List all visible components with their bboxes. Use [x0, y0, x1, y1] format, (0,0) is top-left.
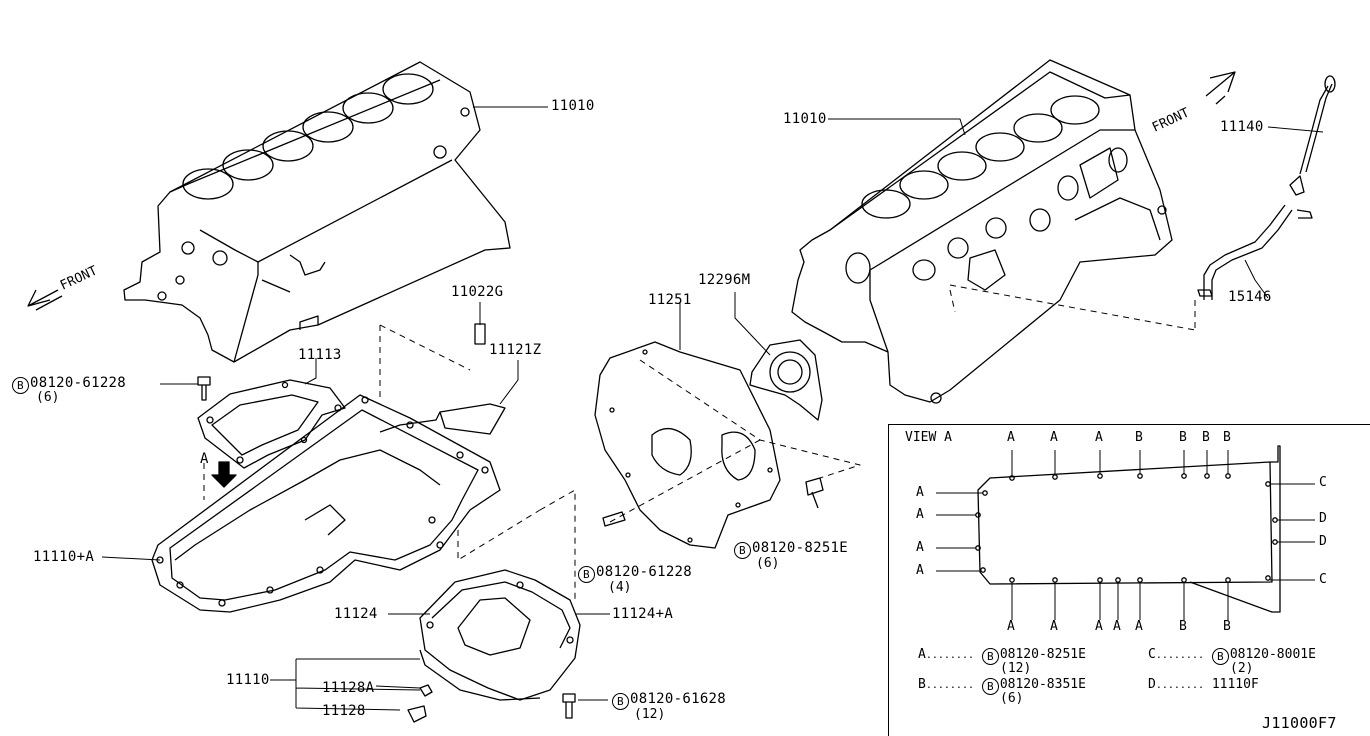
part-label-11128: 11128 — [322, 703, 366, 719]
part-label-11110: 11110 — [226, 672, 270, 688]
view-a-right-letter: D — [1319, 534, 1327, 549]
view-a-top-letter: B — [1135, 430, 1143, 445]
part-label-11140: 11140 — [1220, 119, 1264, 135]
legend-row-d: D........ 11110F — [1148, 677, 1259, 692]
bolt-symbol-icon: B — [612, 693, 629, 710]
lower-oil-pan — [419, 569, 581, 701]
view-a-bottom-letter: A — [1007, 619, 1015, 634]
view-a-top-letter: B — [1202, 430, 1210, 445]
view-a-right-letter: C — [1319, 572, 1327, 587]
part-label-11124a: 11124+A — [612, 606, 674, 622]
bolt-symbol-icon: B — [12, 377, 29, 394]
part-label-11010-right: 11010 — [783, 111, 827, 127]
baffle-plate — [197, 379, 346, 469]
bolt-symbol-icon: B — [578, 566, 595, 583]
bolt-qty-right: (6) — [756, 556, 780, 571]
view-a-top-letter: A — [1050, 430, 1058, 445]
part-label-11010-left: 11010 — [551, 98, 595, 114]
front-arrow-left-icon — [27, 289, 63, 311]
view-a-title: VIEW A — [905, 430, 952, 445]
legend-qty-b: (6) — [1000, 691, 1024, 706]
bolt-part-number: 08120-61628 — [630, 691, 727, 707]
view-a-top-letter: A — [1095, 430, 1103, 445]
front-arrow-right-icon — [1205, 71, 1236, 105]
legend-qty-a: (12) — [1000, 661, 1032, 676]
part-label-11022g: 11022G — [451, 284, 504, 300]
view-a-bottom-letter: B — [1179, 619, 1187, 634]
view-a-leaders — [936, 450, 1315, 620]
upper-oil-pan — [151, 394, 501, 613]
view-a-bottom-letter: A — [1050, 619, 1058, 634]
bolt-symbol-icon: B — [1211, 648, 1229, 665]
part-label-12296m: 12296M — [698, 272, 751, 288]
view-arrow-label: A — [200, 451, 209, 467]
view-a-top-letter: B — [1179, 430, 1187, 445]
right-engine-block — [791, 59, 1173, 404]
part-label-11113: 11113 — [298, 347, 342, 363]
bolt-graphic — [197, 376, 824, 723]
bolt-part-number: 08120-61228 — [596, 564, 693, 580]
view-a-bottom-letter: A — [1135, 619, 1143, 634]
view-a-right-letter: C — [1319, 475, 1327, 490]
part-label-11121z: 11121Z — [489, 342, 542, 358]
part-label-11124: 11124 — [334, 606, 378, 622]
part-label-15146: 15146 — [1228, 289, 1272, 305]
dipstick-and-guide — [1197, 75, 1336, 300]
view-a-bottom-letter: B — [1223, 619, 1231, 634]
diagram-code: J11000F7 — [1262, 714, 1337, 732]
view-a-left-letter: A — [916, 540, 924, 555]
view-a-top-letter: A — [1007, 430, 1015, 445]
part-label-11110a: 11110+A — [33, 549, 95, 565]
bolt-part-number: 08120-8251E — [752, 540, 849, 556]
view-a-left-letter: A — [916, 507, 924, 522]
view-a-top-letter: B — [1223, 430, 1231, 445]
leader-lines — [101, 106, 1324, 711]
view-a-right-letter: D — [1319, 511, 1327, 526]
bolt-qty-left: (6) — [36, 390, 60, 405]
part-label-11128a: 11128A — [322, 680, 375, 696]
view-a-left-letter: A — [916, 485, 924, 500]
bolt-part-number: 08120-61228 — [30, 375, 127, 391]
view-a-left-letter: A — [916, 563, 924, 578]
part-label-11251: 11251 — [648, 292, 692, 308]
view-a-panel — [888, 424, 1370, 736]
rear-plate — [594, 341, 781, 549]
bolt-symbol-icon: B — [981, 678, 999, 695]
rear-seal-retainer — [749, 339, 823, 421]
bolt-symbol-icon: B — [981, 648, 999, 665]
bolt-symbol-icon: B — [734, 542, 751, 559]
oil-level-sensor — [379, 323, 506, 435]
view-a-bottom-letter: A — [1095, 619, 1103, 634]
view-a-arrow-icon — [211, 461, 237, 488]
view-a-bottom-letter: A — [1113, 619, 1121, 634]
legend-qty-c: (2) — [1230, 661, 1254, 676]
bolt-qty-mid: (4) — [608, 580, 632, 595]
bolt-qty-bottom: (12) — [634, 707, 666, 722]
dashed-lines — [203, 284, 1196, 600]
left-engine-block — [123, 61, 511, 363]
